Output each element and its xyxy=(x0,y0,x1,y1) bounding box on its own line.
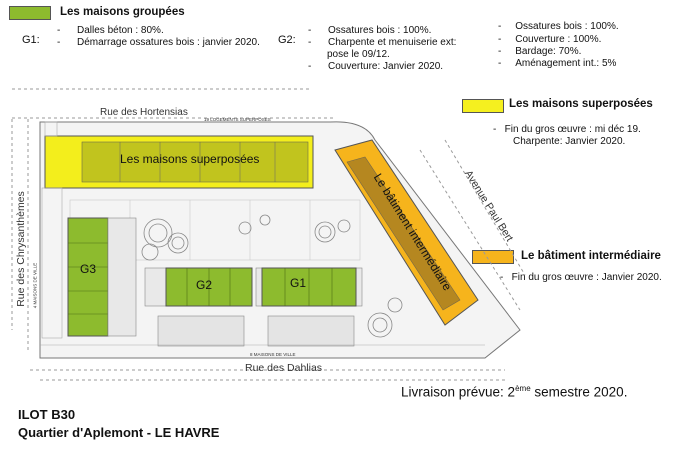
tree-icons xyxy=(141,214,403,338)
map-label-g2: G2 xyxy=(196,278,213,292)
legend-title-groupees: Les maisons groupées xyxy=(60,6,185,18)
small-label-maisons-ville-side: 4 MAISONS DE VILLE xyxy=(32,262,38,309)
small-label-maisons-ville: 8 MAISONS DE VILLE xyxy=(250,352,296,357)
intermediaire-bullet-1: - Fin du gros œuvre : Janvier 2020. xyxy=(500,272,662,283)
street-chrysanthemes: Rue des Chrysanthèmes xyxy=(14,191,27,307)
delivery-text: Livraison prévue: 2ème semestre 2020. xyxy=(401,384,628,400)
g1-label: G1: xyxy=(22,34,40,46)
street-lines xyxy=(11,88,526,381)
g3-bullet-4: - Aménagement int.: 5% xyxy=(498,58,617,69)
project-title-line-1: ILOT B30 xyxy=(18,407,76,422)
g2-bullet-3: - Couverture: Janvier 2020. xyxy=(308,61,444,72)
superposees-bullet-2: Charpente: Janvier 2020. xyxy=(513,136,626,147)
g3-bullet-3: - Bardage: 70%. xyxy=(498,46,582,57)
g2-label: G2: xyxy=(278,34,296,46)
g1-building xyxy=(255,267,363,347)
map-label-superposees: Les maisons superposées xyxy=(120,152,260,166)
street-dahlias: Rue des Dahlias xyxy=(245,362,323,374)
legend-swatch-superposees xyxy=(462,99,504,113)
project-title: ILOT B30 Quartier d'Aplemont - LE HAVRE xyxy=(18,406,219,442)
g3-building xyxy=(67,217,137,337)
intermediaire-building xyxy=(334,139,479,326)
g2-bullet-2: - Charpente et menuiserie ext: xyxy=(308,37,457,48)
g2-bullet-2b: pose le 09/12. xyxy=(327,49,390,60)
street-hortensias: Rue des Hortensias xyxy=(100,107,188,118)
map-label-g1: G1 xyxy=(290,276,307,290)
g2-bullet-1: - Ossatures bois : 100%. xyxy=(308,25,432,36)
legend-title-superposees: Les maisons superposées xyxy=(509,98,653,110)
g1-bullet-2: - Démarrage ossatures bois : janvier 202… xyxy=(57,37,260,48)
superposees-building xyxy=(44,135,314,189)
g3-bullet-2: - Couverture : 100%. xyxy=(498,34,602,45)
small-label-logements: 19 LOGEMENTS SUPERPOSES xyxy=(204,117,271,122)
g2-building xyxy=(144,267,253,347)
superposees-bullet-1: - Fin du gros œuvre : mi déc 19. xyxy=(493,124,641,135)
project-title-line-2: Quartier d'Aplemont - LE HAVRE xyxy=(18,425,220,440)
legend-swatch-intermediaire xyxy=(472,250,514,264)
legend-swatch-groupees xyxy=(9,6,51,20)
g3-bullet-1: - Ossatures bois : 100%. xyxy=(498,21,619,32)
map-label-g3: G3 xyxy=(80,262,97,276)
legend-title-intermediaire: Le bâtiment intermédiaire xyxy=(521,250,661,262)
g1-bullet-1: - Dalles béton : 80%. xyxy=(57,25,164,36)
